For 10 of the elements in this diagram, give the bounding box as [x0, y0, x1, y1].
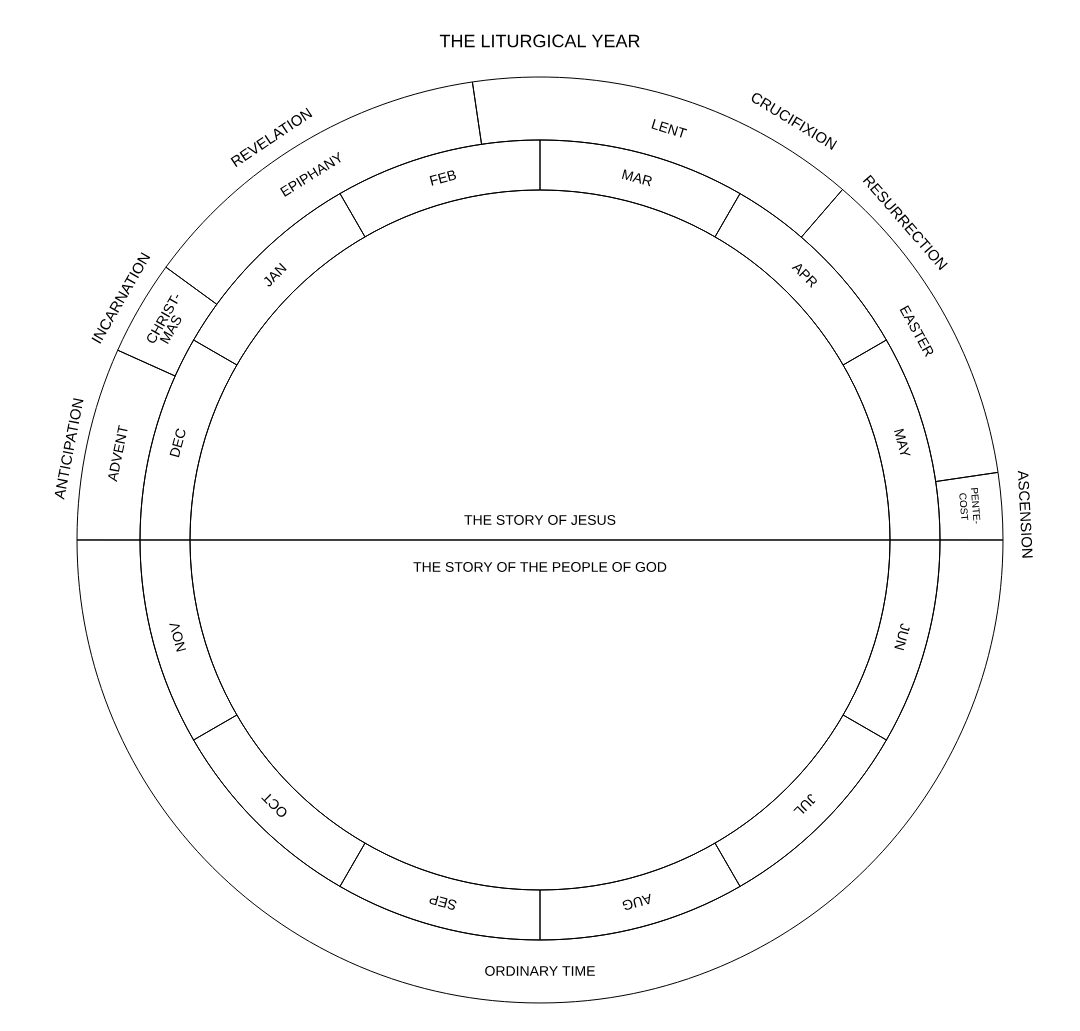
title: THE LITURGICAL YEAR — [439, 34, 640, 48]
ring-segment: JUL — [714, 714, 887, 887]
ring-segment: OCT — [193, 714, 366, 887]
ring-segment: PENTE- COST — [935, 471, 1004, 541]
ring-segment: JUN — [842, 539, 941, 741]
ring-segment: SEP — [339, 842, 541, 941]
ring-segment: MAR — [539, 139, 741, 238]
season-label: ASCENSION — [1017, 470, 1033, 558]
ring-segment: NOV — [139, 539, 238, 741]
ring-segment: AUG — [539, 842, 741, 941]
